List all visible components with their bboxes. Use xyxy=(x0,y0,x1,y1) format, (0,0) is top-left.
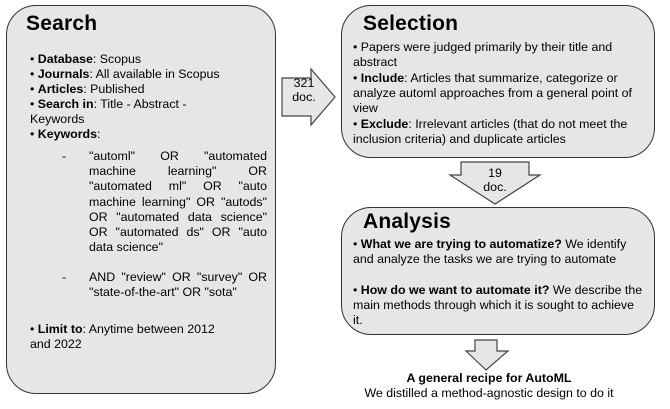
search-limit: • Limit to: Anytime between 2012 xyxy=(30,322,215,336)
right-arrow-icon xyxy=(281,67,336,127)
down-arrow-icon xyxy=(447,161,543,205)
arrow2-count-unit: doc. xyxy=(483,180,507,194)
keyword-dash-1: - xyxy=(62,149,67,163)
search-title: Search xyxy=(26,12,98,35)
search-item-search-in: • Search in: Title - Abstract - xyxy=(30,97,187,111)
arrow1-count-number: 321 xyxy=(293,76,315,90)
arrow2-count: 19 doc. xyxy=(475,166,515,194)
arrow1-count: 321 doc. xyxy=(286,76,322,104)
selection-include: • Include: Articles that summarize, cate… xyxy=(353,71,632,116)
analysis-box xyxy=(341,207,655,335)
down-arrow-icon-2 xyxy=(464,339,510,371)
arrow2-count-number: 19 xyxy=(488,166,502,180)
recipe-subtitle: We distilled a method-agnostic design to… xyxy=(364,386,614,400)
selection-box xyxy=(341,5,655,158)
search-item-database: • Database: Scopus xyxy=(30,52,142,66)
keyword-dash-2: - xyxy=(62,270,67,284)
search-item-search-in-cont: Keywords xyxy=(30,112,85,126)
search-item-keywords: • Keywords: xyxy=(30,127,101,141)
recipe-title: A general recipe for AutoML xyxy=(406,371,572,385)
keyword-group-2: AND "review" OR "survey" OR "state-of-th… xyxy=(89,270,267,300)
analysis-title: Analysis xyxy=(363,210,451,233)
search-item-articles: • Articles: Published xyxy=(30,82,145,96)
search-box xyxy=(6,5,276,394)
search-limit-cont: and 2022 xyxy=(30,337,82,351)
search-item-journals: • Journals: All available in Scopus xyxy=(30,67,220,81)
analysis-question-what: • What we are trying to automatize? We i… xyxy=(353,237,627,267)
analysis-question-how: • How do we want to automate it? We desc… xyxy=(353,283,643,328)
selection-exclude: • Exclude: Irrelevant articles (that do … xyxy=(353,117,628,147)
keyword-group-1: "automl" OR "automated machine learning"… xyxy=(89,149,267,255)
selection-intro: • Papers were judged primarily by their … xyxy=(353,40,613,70)
arrow1-count-unit: doc. xyxy=(292,90,316,104)
selection-title: Selection xyxy=(363,12,459,35)
